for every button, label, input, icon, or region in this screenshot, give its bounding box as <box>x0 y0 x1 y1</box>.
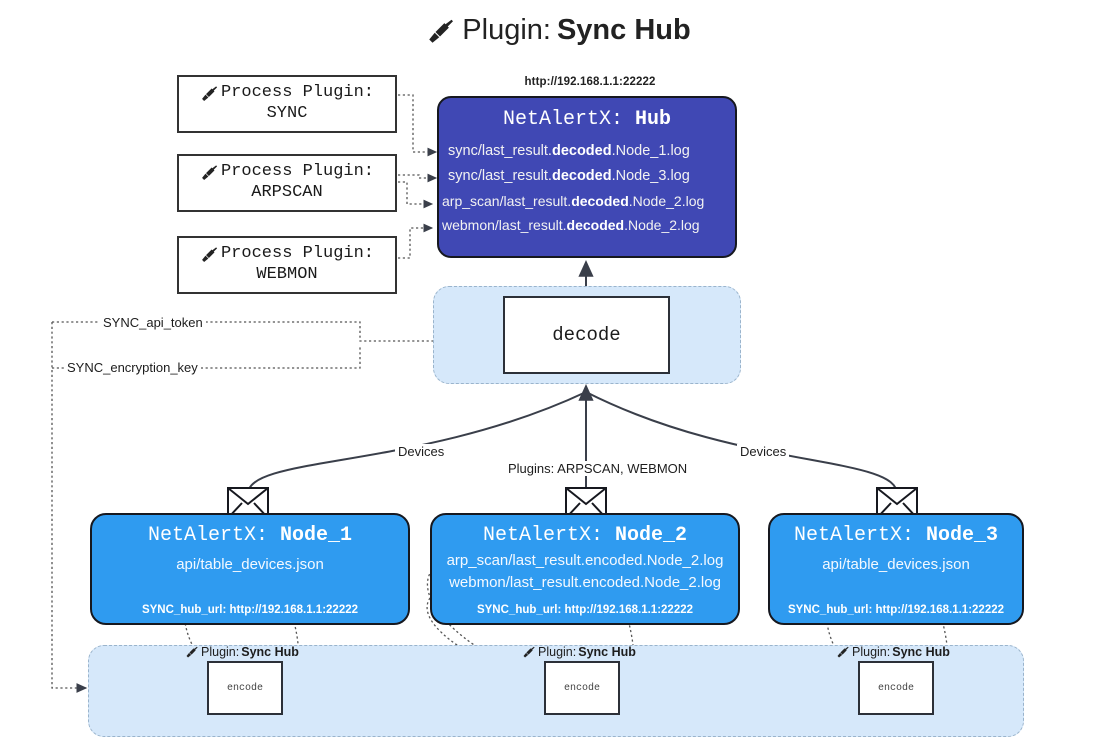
hub-log-2: sync/last_result.decoded.Node_3.log <box>448 167 690 184</box>
plug-icon <box>200 84 219 103</box>
process-plugin-label: Process Plugin: <box>220 162 375 182</box>
page-title-prefix: Plugin: <box>462 14 551 46</box>
node-title: NetAlertX: Node_1 <box>147 524 353 547</box>
node-payload-line: webmon/last_result.encoded.Node_2.log <box>449 574 721 591</box>
plug-icon <box>426 16 456 46</box>
plug-icon <box>200 163 219 182</box>
node-payload-line: api/table_devices.json <box>176 556 324 573</box>
plug-icon <box>185 645 199 659</box>
plugins-label-middle: Plugins: ARPSCAN, WEBMON <box>505 461 691 476</box>
process-plugin-value: SYNC <box>266 104 308 123</box>
sync-api-token-label: SYNC_api_token <box>100 315 206 330</box>
process-plugin-label: Process Plugin: <box>220 83 375 103</box>
node-hub-url: SYNC_hub_url: http://192.168.1.1:22222 <box>787 604 1005 616</box>
node-card-node3[interactable]: NetAlertX: Node_3 api/table_devices.json… <box>768 513 1024 625</box>
devices-label-left: Devices <box>395 444 448 459</box>
node-hub-url: SYNC_hub_url: http://192.168.1.1:22222 <box>476 604 694 616</box>
hub-log-4: webmon/last_result.decoded.Node_2.log <box>442 216 700 233</box>
node-payload-line: api/table_devices.json <box>822 556 970 573</box>
hub-log-3: arp_scan/last_result.decoded.Node_2.log <box>442 192 705 209</box>
plug-icon <box>522 645 536 659</box>
node-payload-line: arp_scan/last_result.encoded.Node_2.log <box>446 552 724 569</box>
process-plugin-arpscan[interactable]: Process Plugin: ARPSCAN <box>177 154 397 212</box>
hub-url-label: http://192.168.1.1:22222 <box>524 76 656 88</box>
plug-icon <box>836 645 850 659</box>
encode-box-3[interactable]: encode <box>858 661 934 715</box>
encoder-caption-3: Plugin:Sync Hub <box>836 645 950 659</box>
encoder-caption-1: Plugin:Sync Hub <box>185 645 299 659</box>
node-card-node1[interactable]: NetAlertX: Node_1 api/table_devices.json… <box>90 513 410 625</box>
process-plugin-label: Process Plugin: <box>220 244 375 264</box>
page-title: Plugin: Sync Hub <box>0 14 1117 47</box>
page-title-name: Sync Hub <box>556 14 691 46</box>
process-plugin-webmon[interactable]: Process Plugin: WEBMON <box>177 236 397 294</box>
hub-title: NetAlertX: Hub <box>502 108 672 131</box>
node-title: NetAlertX: Node_3 <box>793 524 999 547</box>
process-plugin-sync[interactable]: Process Plugin: SYNC <box>177 75 397 133</box>
process-plugin-value: WEBMON <box>256 265 318 284</box>
encode-box-2[interactable]: encode <box>544 661 620 715</box>
hub-log-1: sync/last_result.decoded.Node_1.log <box>448 143 690 159</box>
node-title: NetAlertX: Node_2 <box>482 524 688 547</box>
node-card-node2[interactable]: NetAlertX: Node_2 arp_scan/last_result.e… <box>430 513 740 625</box>
encoder-caption-2: Plugin:Sync Hub <box>522 645 636 659</box>
sync-encryption-key-label: SYNC_encryption_key <box>64 360 201 375</box>
plug-icon <box>200 245 219 264</box>
devices-label-right: Devices <box>737 444 790 459</box>
process-plugin-value: ARPSCAN <box>251 183 323 202</box>
hub-card[interactable]: NetAlertX: Hub sync/last_result.decoded.… <box>437 96 737 258</box>
node-hub-url: SYNC_hub_url: http://192.168.1.1:22222 <box>141 604 359 616</box>
encode-box-1[interactable]: encode <box>207 661 283 715</box>
decode-box[interactable]: decode <box>503 296 670 374</box>
